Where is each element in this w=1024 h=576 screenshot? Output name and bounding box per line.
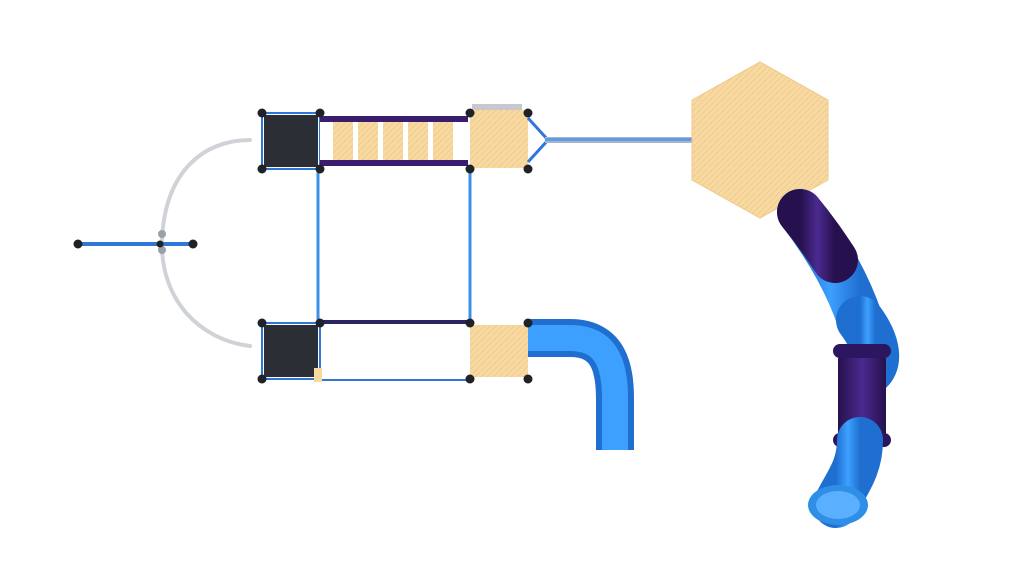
post-icon [465,374,475,384]
post-icon [465,108,475,118]
post-icon [315,108,325,118]
deck-bottom-right [470,325,528,377]
tube-slide [777,189,900,528]
hexagon-roof [691,61,829,219]
curved-slide [528,319,634,450]
post-icon [257,374,267,384]
post-icon [465,318,475,328]
deck-top-right [470,104,528,168]
roof-panel-top-left [261,112,321,170]
post-icon [523,108,533,118]
post-icon [523,164,533,174]
connector-bar [526,116,695,164]
posts [257,108,533,384]
roof-panel-bottom-left [261,322,322,382]
post-icon [315,318,325,328]
post-icon [523,374,533,384]
post-icon [465,164,475,174]
post-icon [188,239,198,249]
balance-beam [73,239,198,249]
frame-lines [316,170,472,381]
post-icon [257,164,267,174]
post-icon [523,318,533,328]
post-icon [257,108,267,118]
post-icon [156,240,164,248]
post-icon [73,239,83,249]
curved-handrail [158,138,252,348]
post-icon [257,318,267,328]
post-icon [315,164,325,174]
rope-bridge [320,116,468,166]
